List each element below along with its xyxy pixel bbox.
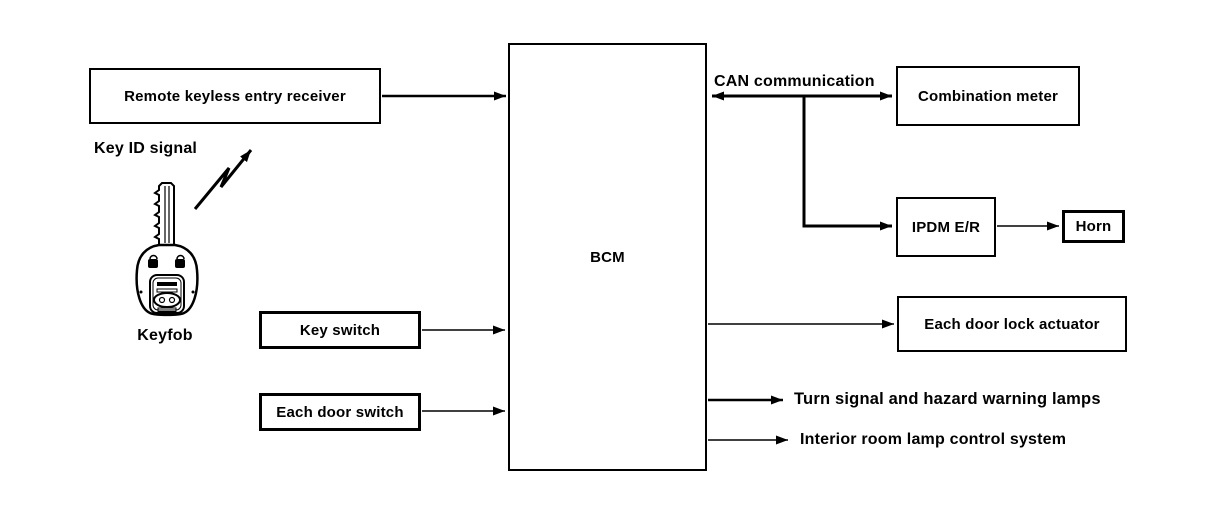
rf-signal-icon: [193, 149, 253, 210]
node-label: IPDM E/R: [911, 218, 981, 236]
keyfob-icon: [135, 182, 199, 317]
node-remote-keyless-entry-receiver: Remote keyless entry receiver: [89, 68, 381, 124]
node-label: Remote keyless entry receiver: [124, 87, 346, 105]
node-each-door-switch: Each door switch: [259, 393, 421, 431]
node-label: Combination meter: [917, 87, 1059, 105]
node-label: BCM: [590, 248, 625, 266]
arrow-can-branch-to-ipdm: [802, 97, 892, 231]
label-can-communication: CAN communication: [714, 73, 875, 90]
label-key-id-signal: Key ID signal: [94, 140, 198, 157]
label-interior-room-lamp-system: Interior room lamp control system: [800, 431, 1067, 448]
node-each-door-lock-actuator: Each door lock actuator: [897, 296, 1127, 352]
node-ipdm-er: IPDM E/R: [896, 197, 996, 257]
node-horn: Horn: [1062, 210, 1125, 243]
node-bcm: BCM: [508, 43, 707, 471]
label-keyfob: Keyfob: [137, 327, 193, 344]
node-combination-meter: Combination meter: [896, 66, 1080, 126]
label-turn-signal-hazard-lamps: Turn signal and hazard warning lamps: [794, 390, 1101, 408]
node-label: Each door lock actuator: [924, 315, 1100, 333]
node-label: Horn: [1075, 218, 1112, 235]
node-label: Key switch: [299, 321, 381, 339]
node-label: Each door switch: [276, 403, 404, 421]
node-key-switch: Key switch: [259, 311, 421, 349]
